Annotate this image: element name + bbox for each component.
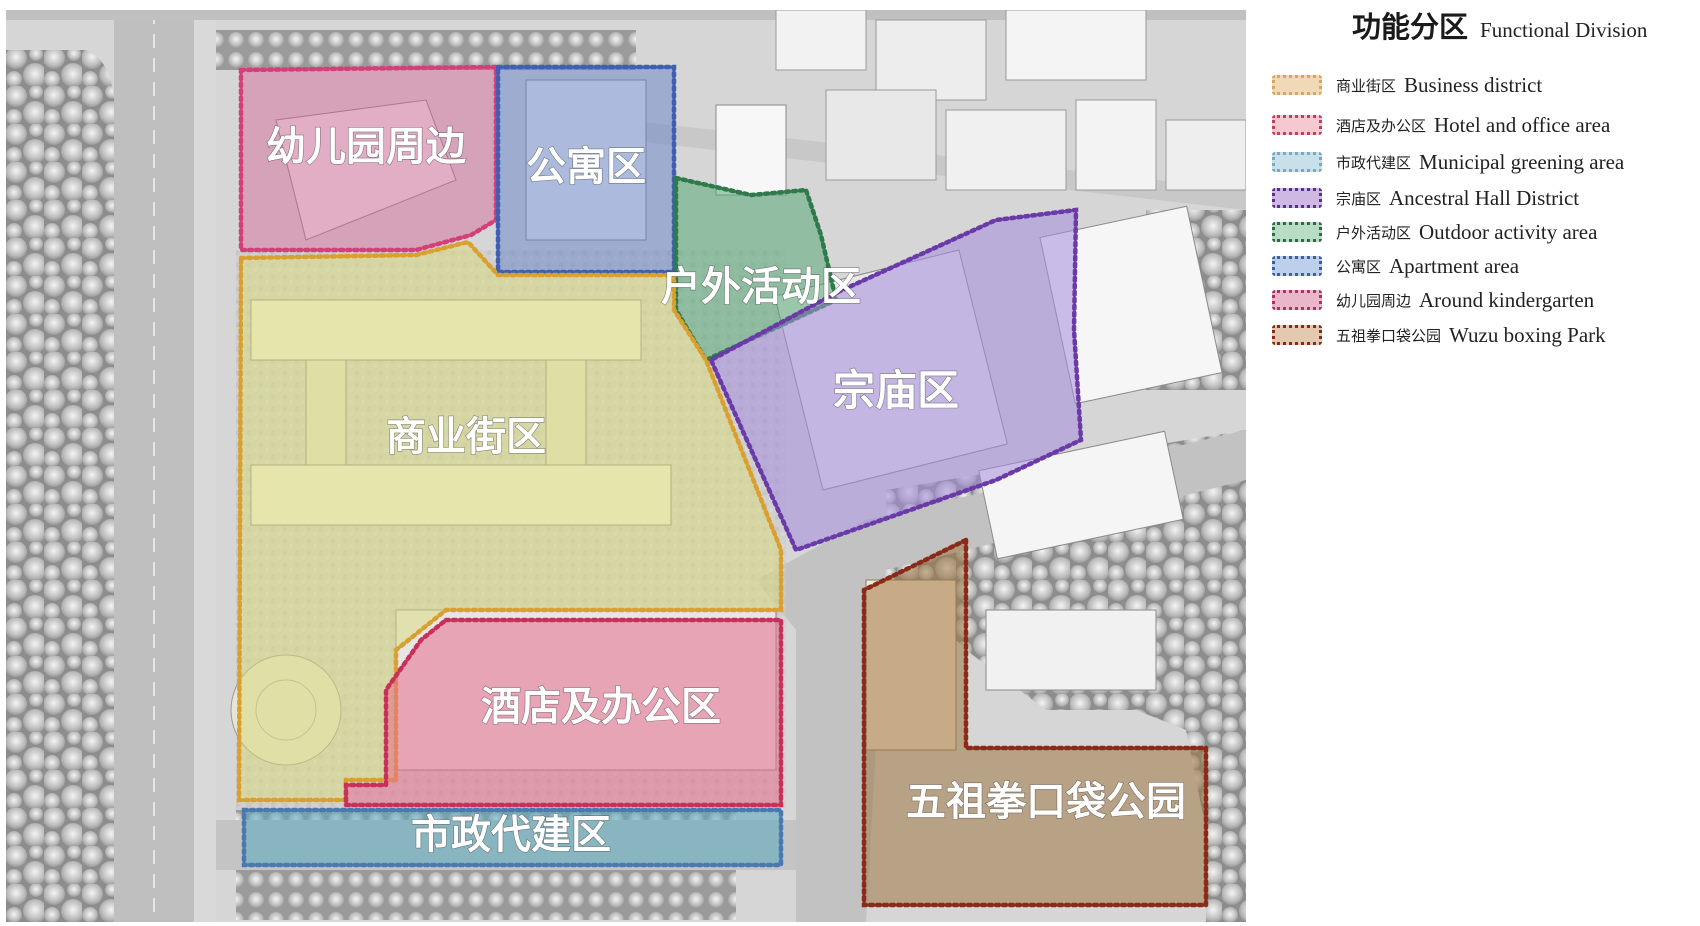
legend-swatch <box>1272 152 1322 172</box>
north-tree-row <box>206 30 636 70</box>
legend-label-en: Outdoor activity area <box>1419 219 1598 244</box>
kindergarten-building <box>275 99 457 241</box>
legend-label-zh: 幼儿园周边 <box>1336 291 1412 310</box>
legend-item: 五祖拳口袋公园 Wuzu boxing Park <box>1272 320 1606 350</box>
site-plan-map: 幼儿园周边 公寓区 户外活动区 宗庙区 商业街区 酒店及办公区 市政代建区 五祖… <box>6 9 1247 922</box>
legend-label-zh: 五祖拳口袋公园 <box>1336 326 1442 345</box>
legend-label-en: Ancestral Hall District <box>1389 185 1580 210</box>
background-buildings <box>715 9 1247 691</box>
legend-swatch <box>1272 115 1322 135</box>
zone-hotel <box>343 617 784 808</box>
legend-swatch <box>1272 325 1322 345</box>
label-apartment: 公寓区 <box>526 144 646 190</box>
legend-item: 市政代建区 Municipal greening area <box>1272 147 1624 177</box>
legend-label-zh: 宗庙区 <box>1336 189 1382 208</box>
legend-label-en: Wuzu boxing Park <box>1449 322 1606 347</box>
zone-park <box>861 536 1209 908</box>
legend-item: 户外活动区 Outdoor activity area <box>1272 217 1597 247</box>
legend-label-zh: 市政代建区 <box>1336 153 1412 172</box>
legend-swatch <box>1272 222 1322 242</box>
diagonal-road <box>756 430 1246 922</box>
legend-swatch <box>1272 290 1322 310</box>
legend-label-zh: 公寓区 <box>1336 257 1382 276</box>
label-ancestral: 宗庙区 <box>833 366 959 415</box>
legend-item: 酒店及办公区 Hotel and office area <box>1272 110 1610 140</box>
west-tree-belt <box>6 50 114 922</box>
west-sidewalk <box>194 10 216 922</box>
legend-label-zh: 户外活动区 <box>1336 223 1412 242</box>
legend-swatch <box>1272 256 1322 276</box>
legend-item: 公寓区 Apartment area <box>1272 251 1519 281</box>
label-municipal: 市政代建区 <box>411 812 611 858</box>
legend-label-en: Municipal greening area <box>1419 149 1625 174</box>
legend-swatch <box>1272 188 1322 208</box>
legend-title-en: Functional Division <box>1480 18 1648 42</box>
label-business: 商业街区 <box>386 414 546 460</box>
legend-item: 宗庙区 Ancestral Hall District <box>1272 183 1579 213</box>
legend-label-en: Hotel and office area <box>1434 112 1611 137</box>
label-park: 五祖拳口袋公园 <box>906 779 1186 825</box>
legend-item: 商业街区 Business district <box>1272 70 1542 100</box>
zone-municipal <box>241 807 784 868</box>
label-hotel: 酒店及办公区 <box>481 684 721 730</box>
legend-swatch <box>1272 75 1322 95</box>
legend-item: 幼儿园周边 Around kindergarten <box>1272 285 1594 315</box>
site-plan-svg: 幼儿园周边 公寓区 户外活动区 宗庙区 商业街区 酒店及办公区 市政代建区 五祖… <box>6 9 1247 922</box>
legend-label-en: Around kindergarten <box>1419 287 1595 312</box>
zone-ancestral <box>708 207 1084 553</box>
legend-label-zh: 商业街区 <box>1336 76 1397 95</box>
legend: 功能分区 Functional Division 商业街区 Business dis… <box>1268 4 1698 384</box>
legend-label-zh: 酒店及办公区 <box>1336 116 1427 135</box>
legend-title: 功能分区 Functional Division <box>1352 4 1647 46</box>
legend-label-en: Apartment area <box>1389 253 1520 278</box>
label-kindergarten: 幼儿园周边 <box>266 124 467 170</box>
legend-title-zh: 功能分区 <box>1352 10 1469 44</box>
legend-label-en: Business district <box>1404 72 1543 97</box>
label-outdoor: 户外活动区 <box>661 264 861 310</box>
